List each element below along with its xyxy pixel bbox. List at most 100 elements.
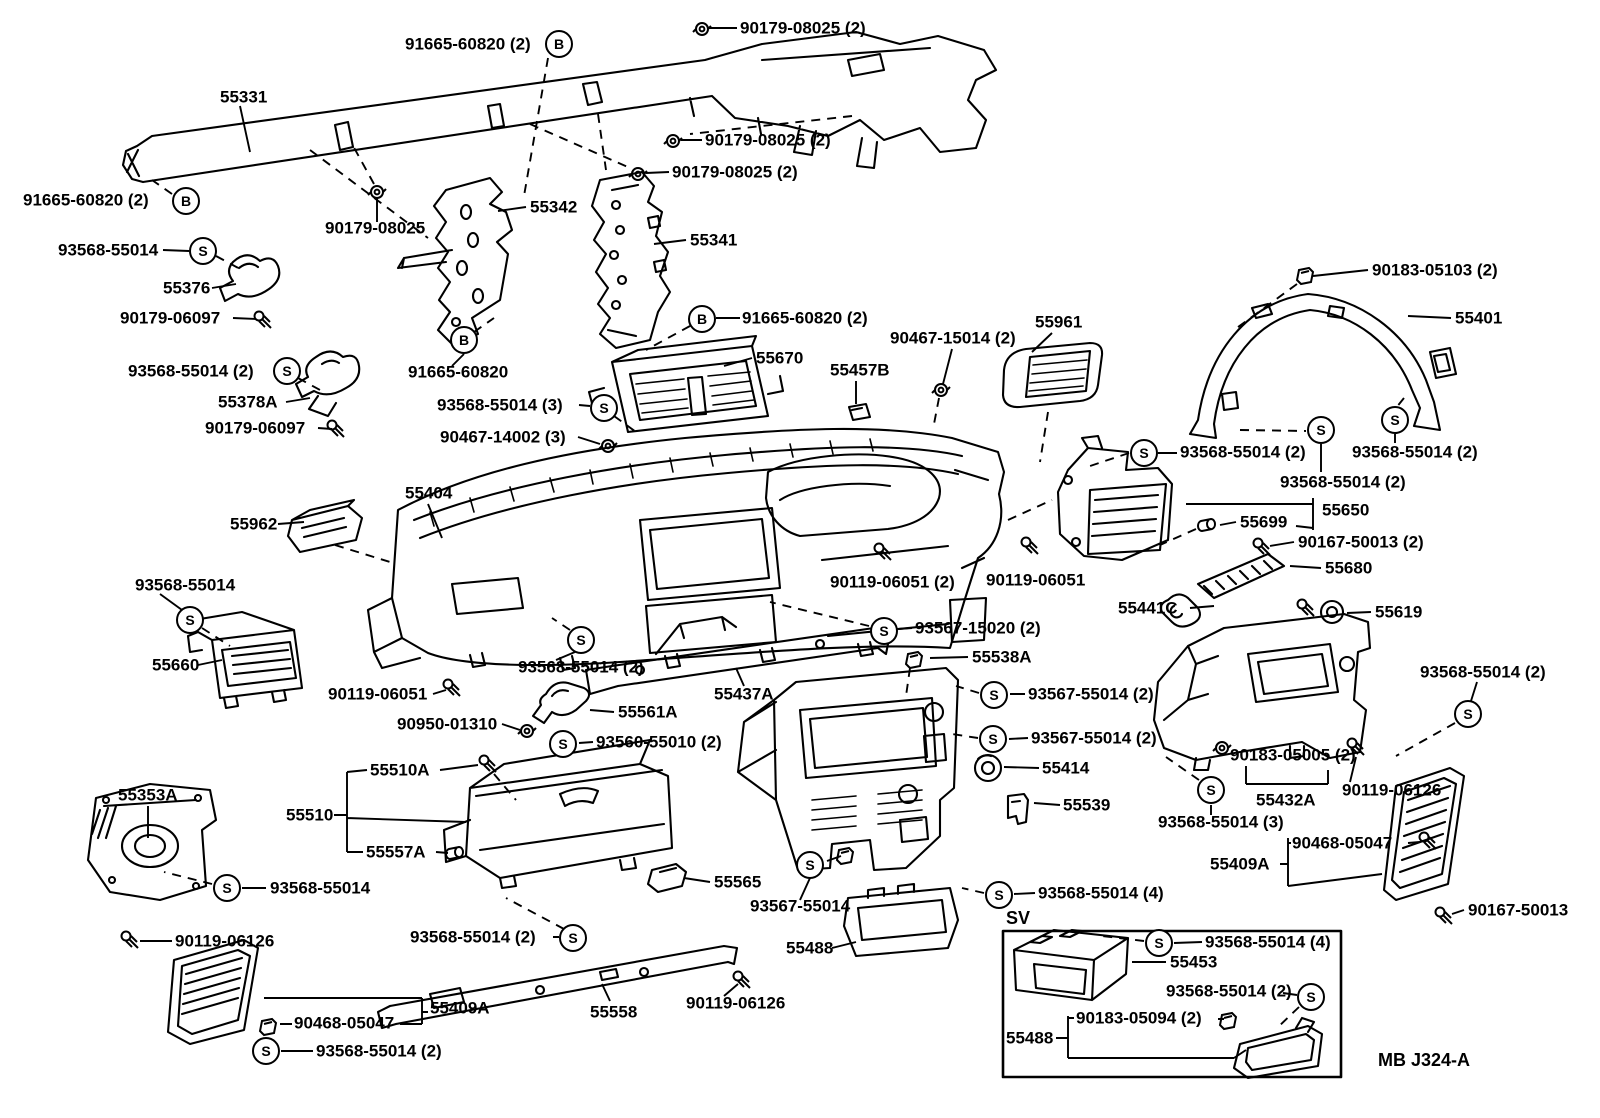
fastener-marker-B: B	[450, 326, 478, 354]
part-callout: 55561A	[618, 702, 678, 722]
part-callout: 55650	[1322, 500, 1370, 520]
part-55434B-art	[736, 666, 960, 872]
part-55619-art	[1319, 599, 1345, 625]
part-callout: 55488	[786, 938, 834, 958]
part-callout: 55331	[220, 87, 268, 107]
part-callout: 90468-05047	[1292, 833, 1393, 853]
part-callout: 55565	[714, 872, 762, 892]
part-callout: 93560-55010 (2)	[596, 732, 722, 752]
screw-icon	[1418, 831, 1437, 850]
part-callout: 90183-05005 (2)	[1230, 745, 1356, 765]
fastener-marker-S: S	[1145, 929, 1173, 957]
nut-icon	[367, 185, 387, 199]
drawing-code: MB J324-A	[1378, 1050, 1471, 1070]
part-callout: 93568-55014 (2)	[410, 927, 536, 947]
part-55680-art	[1196, 552, 1286, 600]
part-callout: 90179-08025 (2)	[740, 18, 866, 38]
clip-icon	[259, 1018, 277, 1036]
part-callout: 55409A	[1210, 854, 1270, 874]
plug-icon	[1196, 518, 1217, 532]
clip-icon	[1296, 267, 1314, 285]
part-callout: 55619	[1375, 602, 1423, 622]
part-callout: 93568-55014 (2)	[1166, 981, 1292, 1001]
part-callout: 90119-06051	[986, 570, 1086, 590]
fastener-marker-S: S	[567, 626, 595, 654]
part-callout: 93567-55014	[750, 896, 851, 916]
nut-icon	[598, 439, 618, 453]
part-callout: 93568-55014 (2)	[518, 657, 644, 677]
part-callout: 90179-06097	[205, 418, 306, 438]
screw-icon	[1252, 537, 1271, 556]
nut-icon	[1212, 741, 1232, 755]
part-callout: 55961	[1035, 312, 1083, 332]
part-callout: 55962	[230, 514, 278, 534]
part-callout: 55699	[1240, 512, 1288, 532]
fastener-marker-S: S	[176, 606, 204, 634]
part-callout: 90179-08025 (2)	[672, 162, 798, 182]
part-callout: 93568-55014 (2)	[1280, 472, 1406, 492]
part-callout: 55341	[690, 230, 738, 250]
part-callout: 55432A	[1256, 790, 1316, 810]
fastener-marker-S: S	[559, 924, 587, 952]
fastener-marker-S: S	[189, 237, 217, 265]
fastener-marker-B: B	[172, 187, 200, 215]
nut-icon	[663, 134, 683, 148]
part-55409A-left-art	[166, 938, 260, 1046]
fastener-marker-S: S	[870, 617, 898, 645]
fastener-marker-S: S	[1130, 439, 1158, 467]
part-callout: 90179-08025 (2)	[705, 130, 831, 150]
part-callout: 93567-15020 (2)	[915, 618, 1041, 638]
part-callout: 55342	[530, 197, 578, 217]
part-callout: 55670	[756, 348, 804, 368]
part-callout: 55401	[1455, 308, 1503, 328]
fastener-marker-S: S	[1454, 700, 1482, 728]
part-callout: 55558	[590, 1002, 638, 1022]
part-callout: 91665-60820 (2)	[742, 308, 868, 328]
part-callout: 91665-60820 (2)	[405, 34, 531, 54]
screw-icon	[478, 754, 497, 773]
part-callout: 91665-60820	[408, 362, 509, 382]
part-55437A-art	[584, 615, 892, 696]
part-55670-art	[587, 334, 785, 434]
part-callout: 93568-55014 (2)	[1352, 442, 1478, 462]
part-callout: 90119-06126	[686, 993, 786, 1013]
fastener-marker-B: B	[688, 305, 716, 333]
part-55401-art	[1188, 292, 1458, 440]
nut-icon	[931, 383, 951, 397]
fastener-marker-S: S	[1307, 416, 1335, 444]
part-callout: 90119-06051	[328, 684, 428, 704]
part-55441C-art	[1159, 593, 1202, 628]
part-callout: 55660	[152, 655, 200, 675]
part-callout: 90167-50013 (2)	[1298, 532, 1424, 552]
part-callout: 55409A	[430, 998, 490, 1018]
screw-icon	[1434, 906, 1453, 925]
part-callout: 93568-55014 (4)	[1205, 932, 1331, 952]
part-55510-art	[442, 738, 674, 890]
part-55488-art	[842, 882, 960, 958]
part-callout: 90468-05047	[294, 1013, 395, 1033]
part-callout: 90119-06126	[175, 931, 275, 951]
part-55376-art	[218, 254, 281, 303]
part-callout: 55488	[1006, 1028, 1054, 1048]
fastener-marker-S: S	[252, 1037, 280, 1065]
screw-icon	[1296, 598, 1315, 617]
part-callout: 90950-01310	[397, 714, 498, 734]
part-callout: 90119-06126	[1342, 780, 1442, 800]
part-callout: 93567-55014 (2)	[1031, 728, 1157, 748]
fastener-marker-S: S	[1197, 776, 1225, 804]
part-callout: 93568-55014 (4)	[1038, 883, 1164, 903]
part-callout: 55453	[1170, 952, 1218, 972]
part-callout: 93568-55014	[135, 575, 236, 595]
fastener-marker-S: S	[273, 357, 301, 385]
part-55650-art	[1056, 434, 1174, 562]
screw-icon	[253, 310, 272, 329]
screw-icon	[1020, 536, 1039, 555]
part-callout: 55441C	[1118, 598, 1178, 618]
clip-icon	[905, 651, 923, 669]
part-callout: 93568-55014 (2)	[128, 361, 254, 381]
screw-icon	[120, 930, 139, 949]
part-55331-art	[121, 30, 998, 184]
part-callout: 90167-50013	[1468, 900, 1569, 920]
